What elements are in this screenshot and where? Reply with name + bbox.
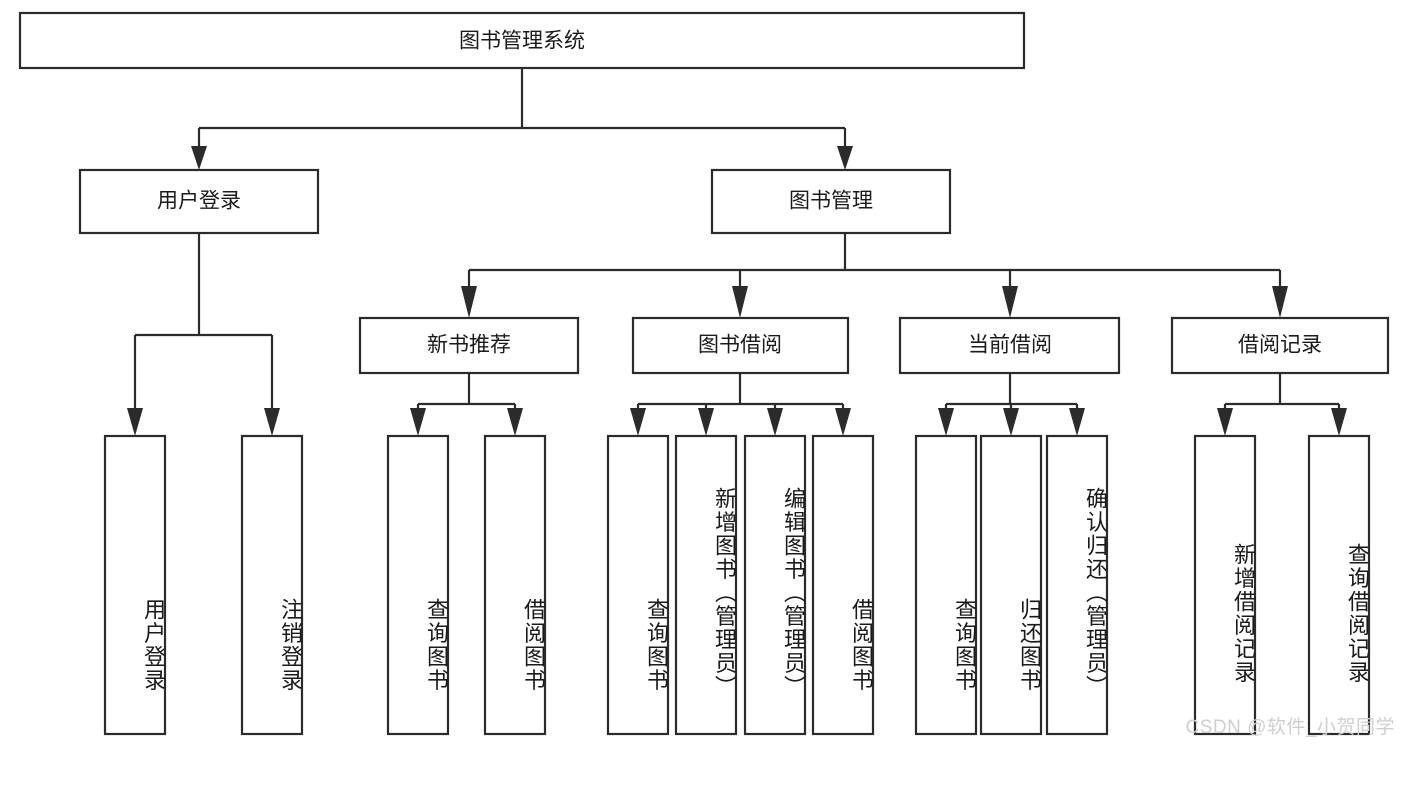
- leaf-box-return-book[interactable]: [979, 434, 1043, 736]
- node-current-borrow[interactable]: 当前借阅: [898, 316, 1121, 375]
- diagram-canvas: 图书管理系统 用户登录 图书管理 新书推荐 图书借阅 当前借阅 借阅记录: [18, 11, 1395, 738]
- node-borrow-record-box[interactable]: [1170, 316, 1390, 375]
- node-book-manage-label: 图书管理: [789, 190, 873, 213]
- node-current-borrow-label: 当前借阅: [968, 334, 1052, 357]
- node-book-borrow-label: 图书借阅: [698, 334, 782, 357]
- leaf-box-layer: [103, 434, 1371, 736]
- leaf-box-query-record[interactable]: [1307, 434, 1371, 736]
- leaf-box-user-login[interactable]: [103, 434, 167, 736]
- node-new-book-rec-box[interactable]: [358, 316, 580, 375]
- leaf-box-add-book[interactable]: [674, 434, 738, 736]
- arrow-head-leaf-add-book: [698, 408, 714, 436]
- arrow-head-book-manage: [837, 146, 853, 170]
- node-user-login[interactable]: 用户登录: [78, 168, 320, 235]
- arrow-head-current-borrow: [1002, 286, 1018, 318]
- node-user-login-label: 用户登录: [157, 190, 241, 213]
- node-book-borrow[interactable]: 图书借阅: [631, 316, 850, 375]
- arrow-head-leaf-user-login: [127, 408, 143, 436]
- leaf-box-edit-book[interactable]: [743, 434, 807, 736]
- leaf-box-borrow-book-2[interactable]: [811, 434, 875, 736]
- arrow-head-leaf-borrow-book-2: [835, 408, 851, 436]
- arrow-head-leaf-return-book: [1003, 408, 1019, 436]
- arrow-head-user-login: [191, 146, 207, 170]
- node-book-manage-box[interactable]: [710, 168, 952, 235]
- arrow-head-leaf-add-record: [1217, 408, 1233, 436]
- node-borrow-record[interactable]: 借阅记录: [1170, 316, 1390, 375]
- arrow-head-leaf-query-book-1: [410, 408, 426, 436]
- node-borrow-record-label: 借阅记录: [1238, 334, 1322, 357]
- leaf-box-query-book-3[interactable]: [914, 434, 978, 736]
- arrow-head-leaf-query-book-2: [630, 408, 646, 436]
- leaf-box-logout-login[interactable]: [240, 434, 304, 736]
- leaf-box-query-book-1[interactable]: [386, 434, 450, 736]
- arrow-head-leaf-confirm-return: [1069, 408, 1085, 436]
- leaf-box-query-book-2[interactable]: [606, 434, 670, 736]
- arrow-head-leaf-logout-login: [264, 408, 280, 436]
- node-new-book-rec[interactable]: 新书推荐: [358, 316, 580, 375]
- leaf-box-confirm-return[interactable]: [1045, 434, 1109, 736]
- arrow-head-new-book-rec: [461, 286, 477, 318]
- node-root-label: 图书管理系统: [459, 30, 585, 53]
- node-book-borrow-box[interactable]: [631, 316, 850, 375]
- node-root-box[interactable]: [18, 11, 1026, 70]
- leaf-box-borrow-book-1[interactable]: [483, 434, 547, 736]
- connector-layer: [127, 68, 1347, 436]
- arrow-head-borrow-record: [1272, 286, 1288, 318]
- csdn-watermark: CSDN @软件_小贺同学: [1185, 717, 1395, 738]
- node-root[interactable]: 图书管理系统: [18, 11, 1026, 70]
- arrow-head-leaf-query-record: [1331, 408, 1347, 436]
- node-new-book-rec-label: 新书推荐: [427, 334, 511, 357]
- arrow-head-leaf-edit-book: [767, 408, 783, 436]
- arrow-head-leaf-borrow-book-1: [507, 408, 523, 436]
- node-book-manage[interactable]: 图书管理: [710, 168, 952, 235]
- node-current-borrow-box[interactable]: [898, 316, 1121, 375]
- node-user-login-box[interactable]: [78, 168, 320, 235]
- arrow-head-leaf-query-book-3: [938, 408, 954, 436]
- leaf-box-add-record[interactable]: [1193, 434, 1257, 736]
- tree-diagram-svg: 图书管理系统 用户登录 图书管理 新书推荐 图书借阅 当前借阅 借阅记录: [18, 11, 1390, 736]
- arrow-head-book-borrow: [732, 286, 748, 318]
